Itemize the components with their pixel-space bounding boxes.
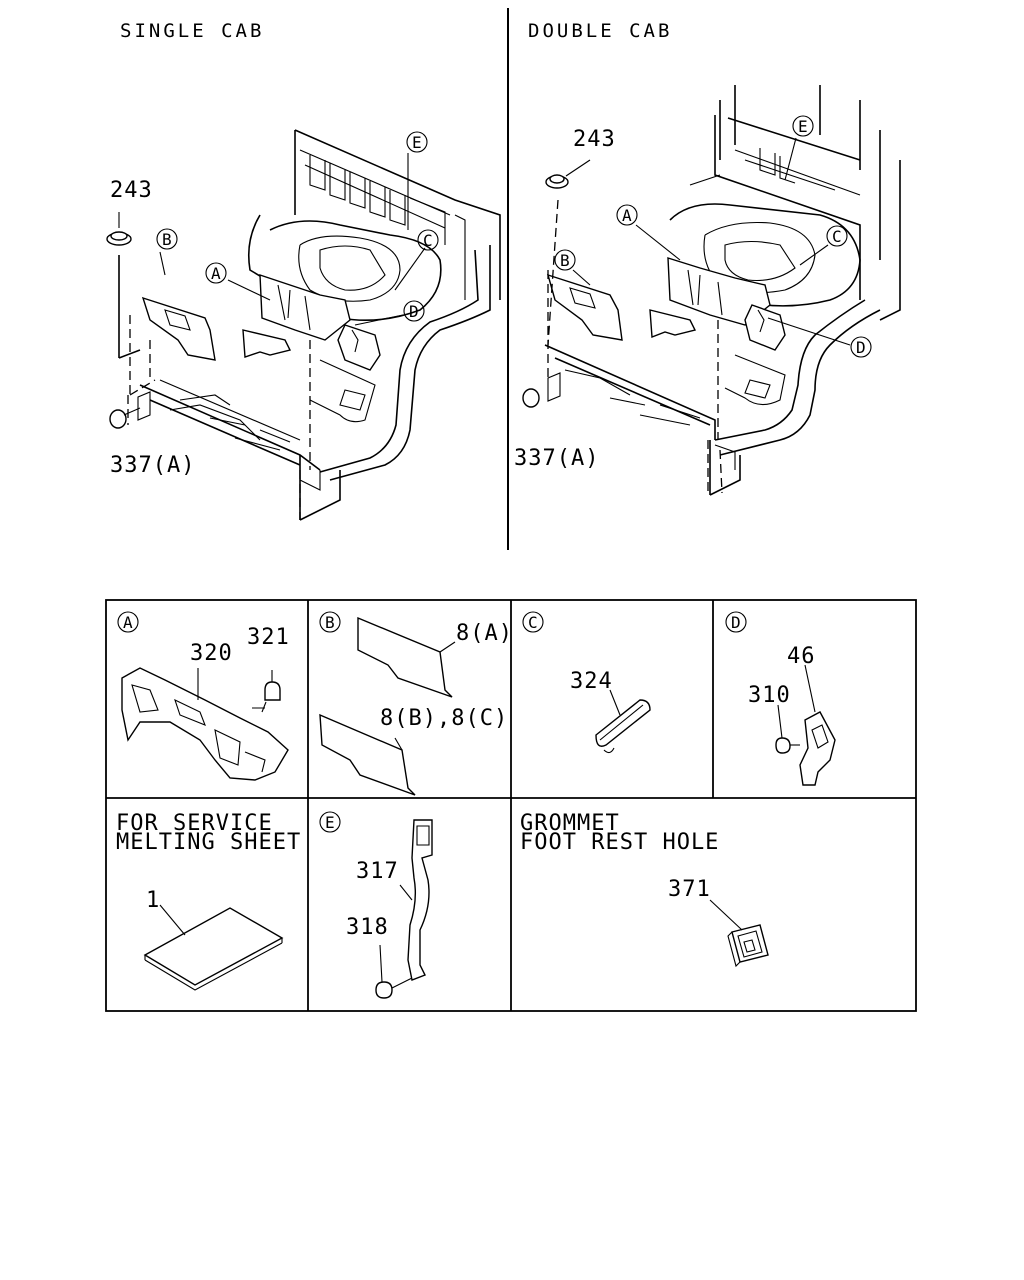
single-part-337-label: 337(A) <box>110 453 195 478</box>
double-part-337-label: 337(A) <box>514 446 599 471</box>
double-callout-c: C <box>826 225 848 247</box>
part-320-label: 320 <box>190 641 233 666</box>
part-8bc-label: 8(B),8(C) <box>380 706 508 731</box>
double-callout-d-letter: D <box>856 338 866 357</box>
double-callout-e: E <box>792 115 814 137</box>
parts-grid-frame <box>105 599 917 1012</box>
single-callout-b: B <box>156 228 178 250</box>
panel-a-tag: A <box>123 613 133 632</box>
panel-service <box>143 904 284 991</box>
single-callout-b-letter: B <box>162 230 172 249</box>
double-part-243-label: 243 <box>573 127 616 152</box>
double-callout-a: A <box>616 204 638 226</box>
panel-b: B <box>319 611 456 796</box>
panel-grommet <box>709 899 769 968</box>
part-46-label: 46 <box>787 644 816 669</box>
service-line-1: FOR SERVICE <box>116 811 273 836</box>
grommet-line-1: GROMMET <box>520 811 620 836</box>
panel-e: E <box>319 811 433 999</box>
double-cab-header: DOUBLE CAB <box>528 20 672 42</box>
double-callout-b: B <box>554 249 576 271</box>
panel-a: A <box>117 611 289 781</box>
part-371-label: 371 <box>668 877 711 902</box>
part-321-label: 321 <box>247 625 290 650</box>
panel-d: D <box>725 611 836 786</box>
single-callout-a-letter: A <box>211 264 221 283</box>
single-callout-d: D <box>403 300 425 322</box>
part-317-label: 317 <box>356 859 399 884</box>
single-callout-a: A <box>205 262 227 284</box>
double-callout-a-letter: A <box>622 206 632 225</box>
part-310-label: 310 <box>748 683 791 708</box>
single-callout-e: E <box>406 131 428 153</box>
single-part-243-label: 243 <box>110 178 153 203</box>
panel-c-tag: C <box>528 613 538 632</box>
single-callout-e-letter: E <box>412 133 422 152</box>
double-callout-d: D <box>850 336 872 358</box>
part-318-label: 318 <box>346 915 389 940</box>
part-8a-label: 8(A) <box>456 621 513 646</box>
double-callout-e-letter: E <box>798 117 808 136</box>
single-callout-c-letter: C <box>423 231 433 250</box>
panel-e-tag: E <box>325 813 335 832</box>
panel-c: C <box>522 611 651 754</box>
single-cab-illustration <box>106 129 501 521</box>
grommet-line-2: FOOT REST HOLE <box>520 830 719 855</box>
panel-d-tag: D <box>731 613 741 632</box>
service-line-2: MELTING SHEET <box>116 830 301 855</box>
double-callout-b-letter: B <box>560 251 570 270</box>
single-callout-c: C <box>417 229 439 251</box>
part-1-label: 1 <box>146 888 160 913</box>
part-324-label: 324 <box>570 669 613 694</box>
double-callout-c-letter: C <box>832 227 842 246</box>
single-cab-header: SINGLE CAB <box>120 20 264 42</box>
double-cab-illustration <box>522 85 901 496</box>
single-callout-d-letter: D <box>409 302 419 321</box>
panel-b-tag: B <box>325 613 335 632</box>
